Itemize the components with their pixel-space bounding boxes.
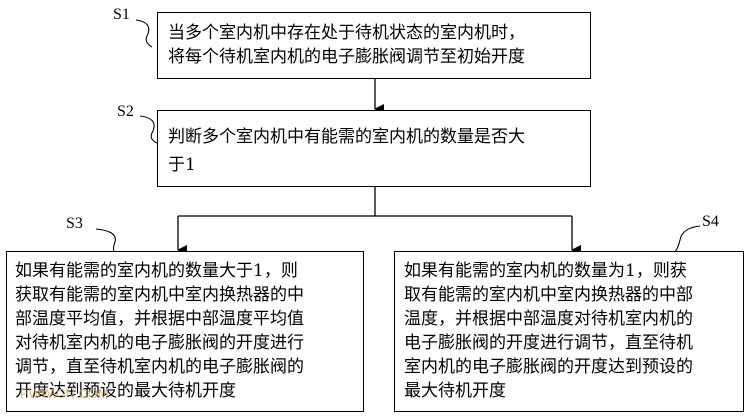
step-text-s3: 如果有能需的室内机的数量大于1，则 获取有能需的室内机中室内换热器的中 部温度平… <box>15 261 304 401</box>
step-label-s3: S3 <box>66 215 83 232</box>
step-box-s1: 当多个室内机中存在处于待机状态的室内机时， 将每个待机室内机的电子膨胀阀调节至初… <box>157 12 591 79</box>
step-box-s4: 如果有能需的室内机的数量为1，则获 取有能需的室内机中室内换热器的中部 温度，并… <box>394 251 744 412</box>
step-text-s1: 当多个室内机中存在处于待机状态的室内机时， 将每个待机室内机的电子膨胀阀调节至初… <box>168 23 525 67</box>
step-label-s4: S4 <box>702 213 719 230</box>
leader-s2 <box>139 115 158 144</box>
step-box-s2: 判断多个室内机中有能需的室内机的数量是否大 于1 <box>157 110 591 187</box>
step-text-s2: 判断多个室内机中有能需的室内机的数量是否大 于1 <box>168 127 525 175</box>
watermark-text: PWW.CN.COM <box>20 386 109 401</box>
step-label-s2: S2 <box>117 103 134 120</box>
step-text-s4: 如果有能需的室内机的数量为1，则获 取有能需的室内机中室内换热器的中部 温度，并… <box>404 261 693 401</box>
leader-s1 <box>135 19 153 48</box>
step-box-s3: 如果有能需的室内机的数量大于1，则 获取有能需的室内机中室内换热器的中 部温度平… <box>6 251 364 412</box>
step-label-s1: S1 <box>113 6 130 23</box>
